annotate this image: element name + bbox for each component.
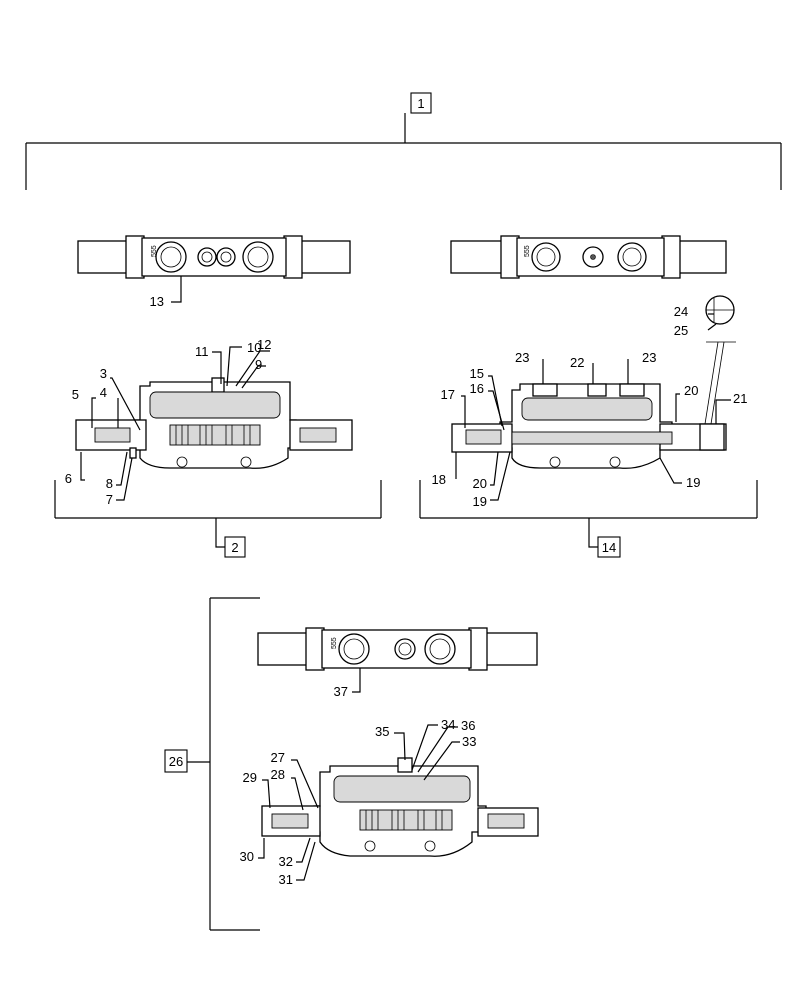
- callout-15: 15: [470, 366, 484, 381]
- group-1-bracket: 1: [25, 92, 782, 190]
- callout-30: 30: [240, 849, 254, 864]
- callout-33: 33: [462, 734, 476, 749]
- callout-23a: 23: [515, 350, 529, 365]
- callout-14: 14: [602, 540, 616, 555]
- callout-26: 26: [169, 754, 183, 769]
- callouts-left-valve: 3 4 5 6 7 8 9 10 11 12: [65, 337, 272, 507]
- callout-box-26: [164, 749, 188, 773]
- callout-19a: 19: [473, 494, 487, 509]
- callout-22: 22: [570, 355, 584, 370]
- callout-2: 2: [231, 540, 238, 555]
- valve-top-view-left: 555 13: [77, 235, 351, 309]
- callout-20b: 20: [684, 383, 698, 398]
- valve-front-view-right: [451, 295, 736, 501]
- callout-25: 25: [674, 323, 688, 338]
- callout-12: 12: [257, 337, 271, 352]
- callout-10: 10: [247, 340, 261, 355]
- callout-box-2: [224, 536, 246, 558]
- callout-31: 31: [279, 872, 293, 887]
- callout-13: 13: [150, 294, 164, 309]
- callout-8: 8: [106, 476, 113, 491]
- callout-1: 1: [417, 96, 424, 111]
- spool-rings-bottom: [365, 810, 443, 830]
- callout-36: 36: [461, 718, 475, 733]
- valve-top-view-bottom: 555 37: [257, 627, 538, 699]
- stamp-1: 555: [151, 245, 158, 257]
- callout-21: 21: [733, 391, 747, 406]
- callout-32: 32: [279, 854, 293, 869]
- callout-16: 16: [470, 381, 484, 396]
- callout-20a: 20: [473, 476, 487, 491]
- callout-17: 17: [441, 387, 455, 402]
- callout-box-14: [597, 536, 621, 558]
- callout-24: 24: [674, 304, 688, 319]
- callout-3: 3: [100, 366, 107, 381]
- callout-35: 35: [375, 724, 389, 739]
- callouts-bottom-valve: 27 28 29 30 31 32 33 34 35 36: [240, 717, 477, 887]
- valve-front-view-bottom: [258, 724, 539, 881]
- callout-6: 6: [65, 471, 72, 486]
- callout-9: 9: [255, 357, 262, 372]
- callout-28: 28: [271, 767, 285, 782]
- stamp-2: 555: [524, 245, 531, 257]
- callout-7: 7: [106, 492, 113, 507]
- callout-23b: 23: [642, 350, 656, 365]
- callout-27: 27: [271, 750, 285, 765]
- callout-4: 4: [100, 385, 107, 400]
- valve-top-view-right: 555: [450, 235, 727, 279]
- callout-11: 11: [195, 344, 209, 359]
- callout-18: 18: [432, 472, 446, 487]
- spool-rings-left: [175, 425, 251, 445]
- callout-29: 29: [243, 770, 257, 785]
- callout-37: 37: [334, 684, 348, 699]
- callout-5: 5: [72, 387, 79, 402]
- group-14-bracket: 14: [419, 480, 758, 558]
- callout-19b: 19: [686, 475, 700, 490]
- group-26-bracket: 26: [164, 597, 260, 931]
- stamp-3: 555: [331, 637, 338, 649]
- group-2-bracket: 2: [54, 480, 382, 558]
- callout-34: 34: [441, 717, 455, 732]
- callouts-right-valve: 15 16 17 18 19 19 20 20 21 22 23 23 24 2…: [432, 304, 748, 509]
- callout-box-1: [410, 92, 432, 114]
- valve-front-view-left: [75, 346, 353, 501]
